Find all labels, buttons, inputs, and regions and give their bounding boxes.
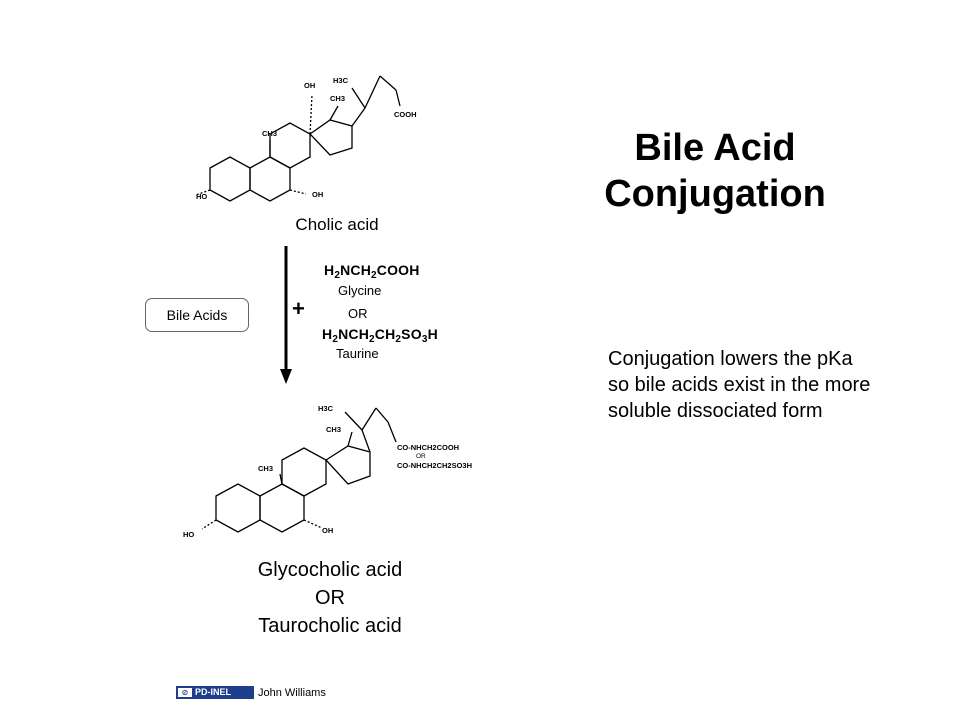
conjugated-bile-acid-structure: H3C CH3 CH3 HO OH CO-NHCH2COOH OR CO-NHC…	[183, 404, 472, 539]
cholic-oh-right-label: OH	[312, 190, 323, 199]
title-line-2: Conjugation	[604, 173, 826, 215]
note-line-2: so bile acids exist in the more	[608, 374, 871, 396]
conj-taurine-sidechain-label: CO-NHCH2CH2SO3H	[397, 461, 472, 470]
cholic-cooh-label: COOH	[394, 110, 417, 119]
cholic-oh-top-label: OH	[304, 81, 315, 90]
title-line-1: Bile Acid	[634, 127, 796, 169]
conj-h3c-label: H3C	[318, 404, 334, 413]
conj-ch3-label-b: CH3	[258, 464, 273, 473]
plus-sign: +	[292, 296, 305, 321]
glycine-label: Glycine	[338, 283, 382, 298]
product-glycocholic: Glycocholic acid	[257, 559, 403, 581]
cholic-acid-atom-labels: OH H3C CH3 CH3 COOH HO OH	[196, 76, 417, 201]
cholic-ch3-label-a: CH3	[330, 94, 345, 103]
cholic-ch3-label-b: CH3	[262, 129, 277, 138]
note-line-1: Conjugation lowers the pKa	[608, 348, 853, 370]
cholic-acid-structure: OH H3C CH3 CH3 COOH HO OH	[195, 75, 417, 202]
cholic-acid-bonds	[195, 75, 401, 202]
note-line-3: soluble dissociated form	[608, 400, 823, 422]
cholic-ho-label: HO	[196, 192, 207, 201]
product-taurocholic: Taurocholic acid	[258, 615, 402, 637]
conjugated-atom-labels: H3C CH3 CH3 HO OH CO-NHCH2COOH OR CO-NHC…	[183, 404, 472, 539]
cholic-h3c-label: H3C	[333, 76, 349, 85]
taurine-formula: H2NCH2CH2SO3H	[322, 326, 438, 345]
product-names: Glycocholic acid OR Taurocholic acid	[220, 556, 440, 640]
reagent-or-label: OR	[348, 306, 368, 321]
conj-oh-right-label: OH	[322, 526, 333, 535]
glycine-formula: H2NCH2COOH	[324, 262, 420, 281]
conjugated-bonds	[201, 407, 397, 533]
reaction-arrow	[280, 246, 292, 384]
public-domain-icon: ⊘	[178, 688, 192, 698]
conj-glycine-sidechain-label: CO-NHCH2COOH	[397, 443, 459, 452]
taurine-label: Taurine	[336, 346, 379, 361]
page-title: Bile Acid Conjugation	[585, 125, 845, 217]
license-badge: ⊘PD-INEL	[176, 686, 254, 700]
bile-acids-button[interactable]: Bile Acids	[145, 298, 249, 332]
cholic-acid-label: Cholic acid	[295, 215, 379, 234]
conj-ho-label: HO	[183, 530, 194, 539]
footer: ⊘PD-INEL John Williams	[176, 684, 326, 700]
author-name: John Williams	[258, 686, 326, 699]
conj-or-label: OR	[416, 453, 426, 460]
conj-ch3-label-a: CH3	[326, 425, 341, 434]
product-or: OR	[315, 587, 345, 609]
conjugation-note: Conjugation lowers the pKa so bile acids…	[608, 346, 938, 424]
